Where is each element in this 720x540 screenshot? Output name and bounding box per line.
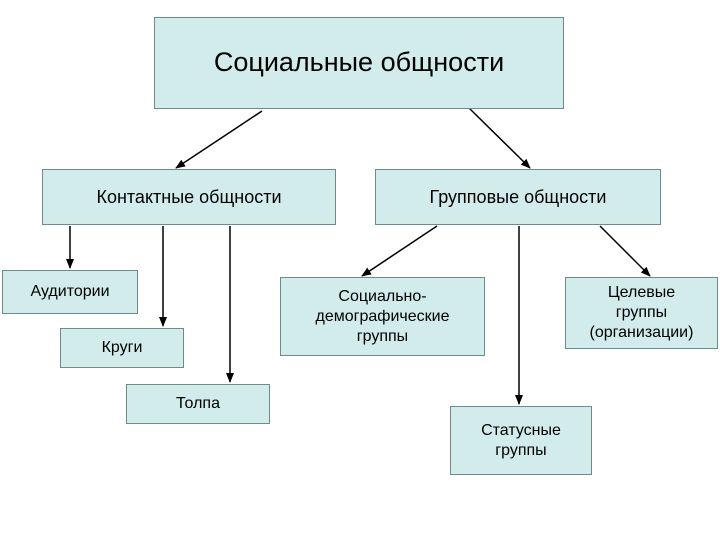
arrow-root-to-contact bbox=[175, 110, 263, 169]
node-group-label: Групповые общности bbox=[429, 186, 607, 207]
node-tolpa-label: Толпа bbox=[176, 395, 220, 412]
node-status-line-2: группы bbox=[495, 441, 547, 459]
arrow-root-to-group bbox=[467, 106, 531, 169]
node-target-line-3: (организации) bbox=[589, 324, 694, 341]
root-node-social-communities: Социальные общности bbox=[154, 17, 564, 109]
node-tolpa: Толпа bbox=[126, 384, 270, 424]
node-auditorii-label: Аудитории bbox=[30, 283, 110, 300]
node-contact-communities: Контактные общности bbox=[42, 169, 336, 225]
node-auditorii: Аудитории bbox=[2, 270, 138, 314]
node-target-line-1: Целевые bbox=[607, 284, 676, 301]
node-target-groups: Целевые группы (организации) bbox=[565, 277, 718, 349]
node-group-communities: Групповые общности bbox=[375, 169, 661, 225]
node-socdem-line-2: демографические bbox=[315, 307, 450, 325]
arrow-group-to-target bbox=[599, 225, 651, 277]
node-status-line-1: Статусные bbox=[481, 421, 561, 439]
node-socdem-line-1: Социально- bbox=[338, 287, 427, 305]
node-krugi: Круги bbox=[60, 328, 184, 368]
node-socdem-line-3: группы bbox=[356, 327, 409, 345]
arrow-group-to-socdem bbox=[361, 225, 438, 277]
node-socio-demographic-groups: Социально- демографические группы bbox=[280, 277, 485, 356]
root-node-label: Социальные общности bbox=[213, 47, 505, 78]
node-contact-label: Контактные общности bbox=[96, 186, 282, 207]
node-target-line-2: группы bbox=[615, 304, 668, 321]
node-krugi-label: Круги bbox=[101, 339, 143, 356]
node-status-groups: Статусные группы bbox=[450, 406, 592, 475]
